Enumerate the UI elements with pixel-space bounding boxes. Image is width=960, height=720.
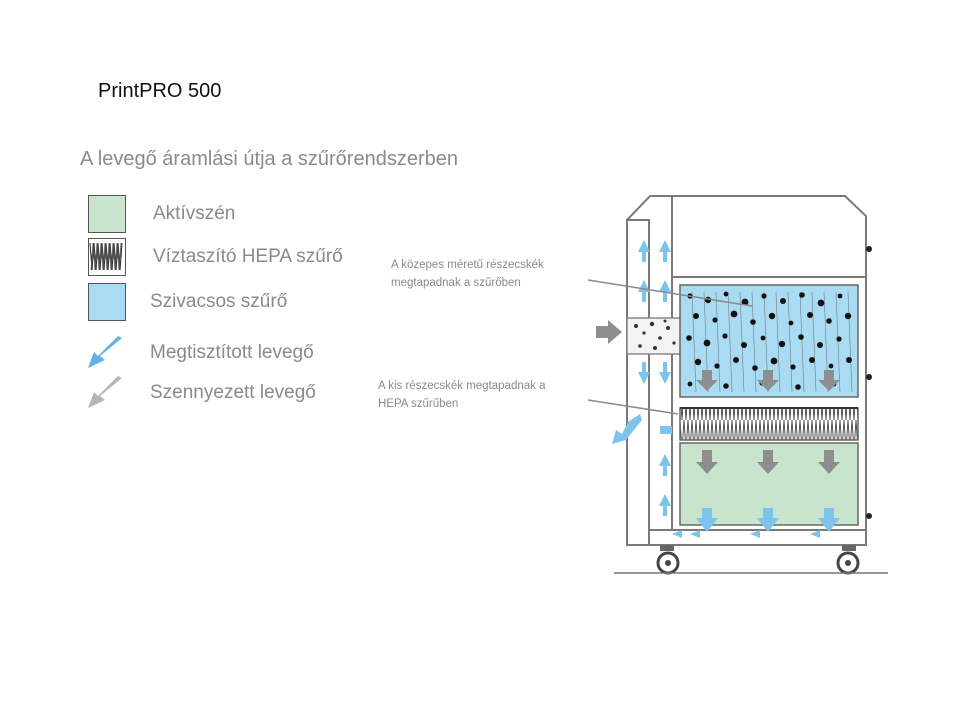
legend-sponge-label: Szivacsos szűrő [150, 291, 288, 312]
hepa-pattern-icon [89, 242, 123, 271]
diagram-subtitle: A levegő áramlási útja a szűrőrendszerbe… [80, 148, 458, 170]
legend-clean-air: Megtisztított levegő [86, 336, 314, 370]
callout-small-line-2: HEPA szűrűben [378, 398, 459, 410]
dirty-air-arrow-icon [88, 376, 122, 408]
legend-hepa: Víztaszító HEPA szűrő [88, 238, 343, 276]
legend-clean-air-label: Megtisztított levegő [150, 342, 314, 363]
legend-carbon-label: Aktívszén [153, 203, 236, 224]
callout-small-line-1: A kis részecskék megtapadnak a [378, 380, 546, 392]
callout-medium-leader [587, 279, 753, 307]
legend-hepa-label: Víztaszító HEPA szűrő [153, 246, 343, 267]
hepa-filter [679, 407, 859, 441]
wheels [656, 545, 860, 575]
hepa-swatch [88, 238, 126, 276]
callout-medium-line-1: A közepes méretű részecskék [391, 259, 544, 271]
page-title: PrintPRO 500 [98, 80, 222, 102]
callout-medium-line-2: megtapadnak a szűrőben [391, 277, 521, 289]
callout-small-leader [587, 399, 679, 415]
sponge-swatch [88, 283, 126, 321]
legend-sponge: Szivacsos szűrő [88, 283, 287, 321]
machine-body [626, 195, 867, 546]
dirty-air-arrows [596, 320, 840, 474]
clean-air-arrows [612, 240, 840, 538]
side-knobs [866, 246, 872, 519]
clean-air-arrow-icon [88, 336, 122, 368]
callout-small-particles: A kis részecskék megtapadnak a HEPA szűr… [378, 377, 545, 413]
legend-carbon: Aktívszén [88, 195, 235, 233]
callout-medium-particles: A közepes méretű részecskék megtapadnak … [391, 256, 544, 292]
carbon-swatch [88, 195, 126, 233]
air-inlet [626, 317, 682, 355]
legend-dirty-air: Szennyezett levegő [86, 376, 316, 410]
legend-dirty-air-label: Szennyezett levegő [150, 382, 316, 403]
